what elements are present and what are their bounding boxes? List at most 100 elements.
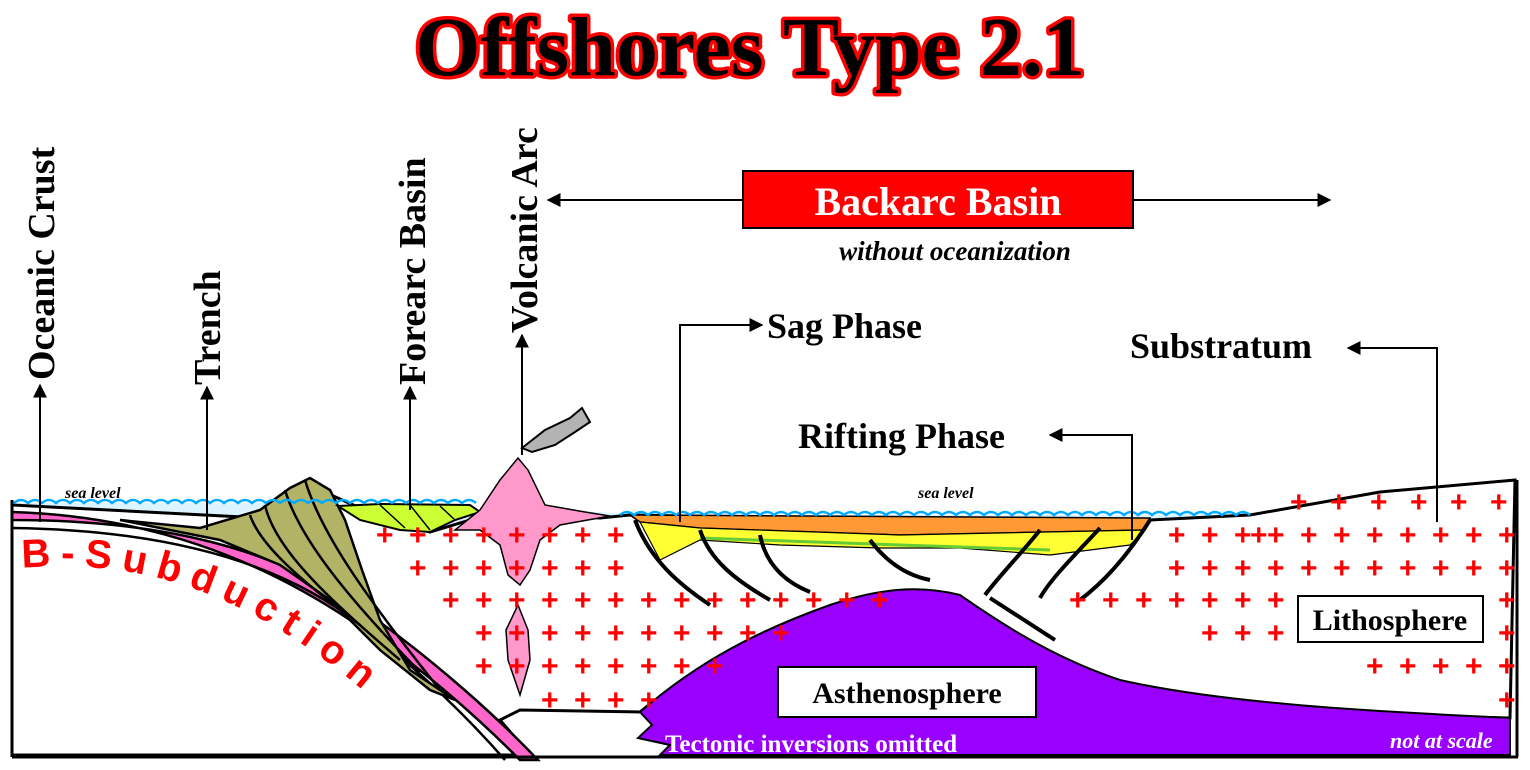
plus-mark: + (706, 650, 724, 683)
plus-mark: + (739, 584, 757, 617)
plus-mark: + (1234, 552, 1252, 585)
plus-mark: + (541, 519, 559, 552)
backarc-box (742, 170, 1134, 229)
tectonic-note: Tectonic inversions omitted (665, 731, 957, 758)
plus-mark: + (1300, 519, 1318, 552)
plus-mark: + (475, 584, 493, 617)
plus-mark: + (1498, 617, 1516, 650)
plus-mark: + (607, 617, 625, 650)
plus-mark: + (508, 519, 526, 552)
plus-mark: + (673, 584, 691, 617)
plus-mark: + (442, 519, 460, 552)
plus-mark: + (1250, 519, 1268, 552)
label-lithosphere: Lithosphere (1313, 604, 1467, 637)
plus-mark: + (541, 552, 559, 585)
plus-mark: + (442, 584, 460, 617)
plus-mark: + (1366, 519, 1384, 552)
plus-mark: + (541, 584, 559, 617)
plus-mark: + (673, 650, 691, 683)
asthenosphere-box (777, 666, 1037, 718)
plus-mark: + (1498, 552, 1516, 585)
scale-note: not at scale (1390, 728, 1493, 753)
label-trench: Trench (187, 270, 229, 385)
plus-mark: + (1498, 584, 1516, 617)
plus-mark: + (1333, 519, 1351, 552)
plus-mark: + (1432, 519, 1450, 552)
rift-faults (633, 518, 1152, 642)
plus-mark: + (1201, 552, 1219, 585)
sea-level-left (13, 498, 477, 505)
plus-mark: + (508, 552, 526, 585)
lithosphere-box (1297, 595, 1484, 643)
plus-mark: + (1490, 486, 1508, 519)
plus-mark: + (508, 617, 526, 650)
plus-mark: + (706, 617, 724, 650)
plus-mark: + (1168, 584, 1186, 617)
label-asthenosphere: Asthenosphere (812, 677, 1001, 710)
plus-mark: + (1234, 519, 1252, 552)
plus-mark: + (1234, 584, 1252, 617)
label-oceanic-crust: Oceanic Crust (21, 146, 63, 380)
plus-mark: + (640, 617, 658, 650)
plus-mark: + (475, 617, 493, 650)
plus-mark: + (1370, 486, 1388, 519)
plus-mark: + (1300, 552, 1318, 585)
plus-mark: + (1267, 552, 1285, 585)
plus-mark: + (1465, 650, 1483, 683)
rift-phase-fill (638, 521, 1147, 561)
plus-mark: + (673, 617, 691, 650)
plus-mark: + (1498, 519, 1516, 552)
plus-mark: + (475, 519, 493, 552)
sag-phase-pointer (679, 318, 764, 522)
label-forearc-basin: Forearc Basin (392, 157, 434, 385)
plus-mark: + (1069, 584, 1087, 617)
plus-mark: + (1290, 486, 1308, 519)
plus-mark: + (1465, 519, 1483, 552)
plus-mark: + (1201, 617, 1219, 650)
plus-mark: + (574, 584, 592, 617)
plus-mark: + (607, 519, 625, 552)
label-substratum: Substratum (1130, 326, 1312, 366)
plus-mark: + (508, 584, 526, 617)
plus-mark: + (706, 584, 724, 617)
plus-mark: + (640, 684, 658, 717)
rifting-phase-pointer (1048, 428, 1133, 540)
plus-mark: + (1366, 650, 1384, 683)
plus-mark: + (541, 650, 559, 683)
volcano (452, 456, 611, 587)
plus-mark: + (1330, 486, 1348, 519)
plus-mark: + (871, 584, 889, 617)
plus-mark: + (1102, 584, 1120, 617)
plus-mark: + (541, 617, 559, 650)
plus-mark: + (574, 617, 592, 650)
plus-mark: + (574, 519, 592, 552)
plus-mark: + (574, 552, 592, 585)
volcanic-plume (520, 406, 592, 454)
plus-mark: + (1399, 552, 1417, 585)
plus-mark: + (1168, 552, 1186, 585)
page-title: Offshores Type 2.1 (415, 1, 1085, 94)
plus-mark: + (1234, 617, 1252, 650)
label-sag-phase: Sag Phase (767, 306, 922, 346)
plus-mark: + (475, 650, 493, 683)
plus-mark: + (1366, 552, 1384, 585)
plus-mark: + (1267, 617, 1285, 650)
plus-mark: + (1168, 519, 1186, 552)
lithosphere-pattern: ++++++++++++++++++++++++++++++++++++++++… (376, 486, 1516, 717)
plus-mark: + (1201, 519, 1219, 552)
magma-body (505, 603, 531, 698)
plus-mark: + (838, 584, 856, 617)
plus-mark: + (1333, 552, 1351, 585)
plus-mark: + (640, 584, 658, 617)
backarc-label: Backarc Basin (814, 179, 1061, 224)
plus-mark: + (772, 617, 790, 650)
plus-mark: + (607, 552, 625, 585)
plus-mark: + (607, 584, 625, 617)
plus-mark: + (1410, 486, 1428, 519)
plus-mark: + (1267, 519, 1285, 552)
plus-mark: + (1465, 552, 1483, 585)
plus-mark: + (1135, 584, 1153, 617)
plus-mark: + (475, 552, 493, 585)
label-sea-level-right: sea level (917, 485, 974, 502)
